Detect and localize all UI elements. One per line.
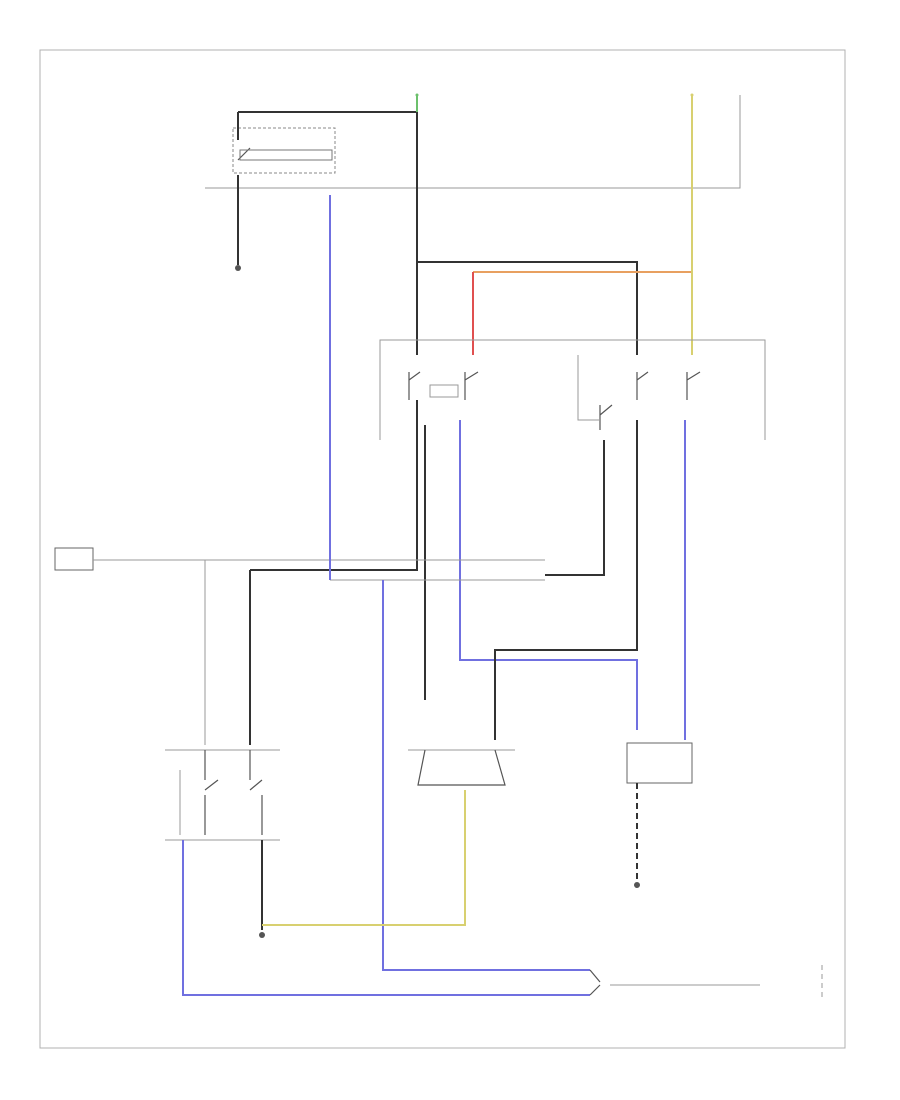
upper-relay [232,111,417,174]
ground-bottom-right-symbol [634,882,640,888]
lower-middle-switch [408,749,515,786]
ecm-block [54,547,94,571]
lower-left-switch [165,749,280,841]
ground-left-symbol [235,265,241,271]
relay-box [379,339,766,440]
diagram-frame [39,49,846,1049]
lower-right-motor [626,742,693,784]
ground-bottom-left-symbol [259,932,265,938]
